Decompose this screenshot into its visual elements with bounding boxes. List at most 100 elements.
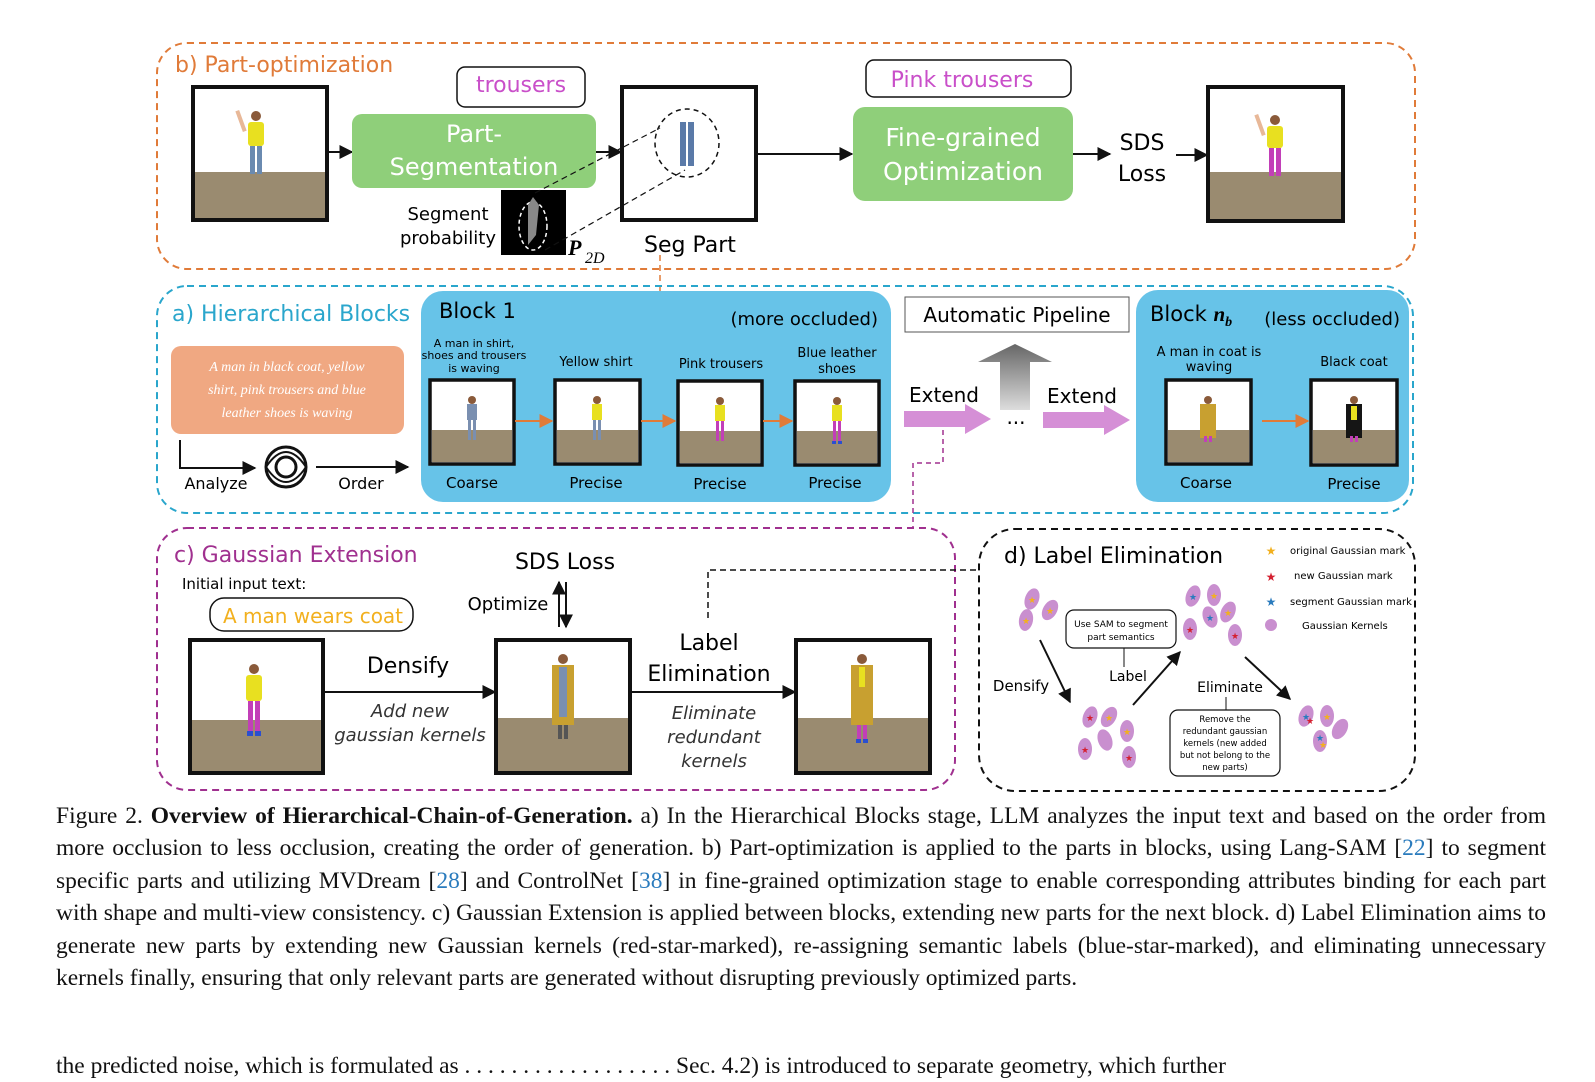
block-1-title: Block 1 bbox=[439, 299, 516, 323]
b1-item2-image bbox=[553, 378, 642, 466]
svg-text:★: ★ bbox=[1105, 714, 1113, 724]
svg-text:★: ★ bbox=[1125, 754, 1133, 764]
order-label: Order bbox=[338, 474, 384, 493]
prompt-pink-trousers: Pink trousers bbox=[891, 68, 1034, 93]
b1-item3-state: Precise bbox=[693, 475, 746, 493]
d-eliminate-label: Eliminate bbox=[1197, 680, 1263, 696]
b1-item4-image bbox=[793, 379, 881, 467]
bn-item2-image bbox=[1309, 378, 1399, 467]
automatic-pipeline-box bbox=[904, 296, 1130, 333]
panel-c-title: c) Gaussian Extension bbox=[174, 543, 418, 568]
svg-text:★: ★ bbox=[1210, 592, 1218, 602]
seg-prob-label-2: probability bbox=[400, 228, 496, 249]
initial-text-bubble bbox=[209, 597, 414, 632]
prompt-bubble-pink-trousers bbox=[865, 59, 1072, 98]
panel-c-output-image bbox=[794, 638, 932, 775]
extend-arrow-1 bbox=[904, 404, 991, 434]
bn-item2-state: Precise bbox=[1327, 475, 1380, 493]
svg-text:★: ★ bbox=[1302, 713, 1310, 723]
automatic-pipeline-label: Automatic Pipeline bbox=[923, 303, 1110, 327]
b1-item1-cap-2: shoes and trousers bbox=[422, 349, 527, 362]
densify-note-1: Add new bbox=[370, 701, 449, 722]
sam-note-bubble bbox=[1065, 609, 1177, 649]
svg-text:★: ★ bbox=[1123, 728, 1131, 738]
overview-figure: b) Part-optimization Part- Segmentation … bbox=[156, 42, 1416, 792]
label-elim-2: Elimination bbox=[647, 662, 770, 687]
panel-b-title: b) Part-optimization bbox=[175, 53, 393, 78]
b1-item4-state: Precise bbox=[808, 474, 861, 492]
part-seg-label-2: Segmentation bbox=[390, 153, 559, 181]
svg-text:★: ★ bbox=[1316, 734, 1324, 744]
sds-loss-label: SDS Loss bbox=[515, 550, 615, 575]
caption-text-2: ] to segment specific parts and utilizin… bbox=[56, 835, 1546, 894]
svg-text:★: ★ bbox=[1319, 741, 1327, 751]
remove-note-bubble bbox=[1169, 709, 1281, 777]
panel-d-frame bbox=[978, 528, 1416, 792]
bn-item1-cap-1: A man in coat is bbox=[1157, 345, 1262, 360]
figure-caption-title: Overview of Hierarchical-Chain-of-Genera… bbox=[150, 803, 633, 829]
b1-item3-cap-1: Pink trousers bbox=[679, 357, 764, 372]
legend-star-new-icon: ★ bbox=[1266, 570, 1277, 584]
svg-text:★: ★ bbox=[1323, 713, 1331, 723]
panel-a-frame bbox=[156, 285, 1414, 514]
sam-note-1: Use SAM to segment bbox=[1074, 620, 1168, 630]
citation-link-28[interactable]: 28 bbox=[436, 867, 460, 894]
optimize-label: Optimize bbox=[468, 594, 549, 615]
densify-label: Densify bbox=[367, 654, 449, 679]
remove-note-5: new parts) bbox=[1202, 763, 1247, 773]
sam-note-2: part semantics bbox=[1087, 633, 1155, 643]
b1-item2-cap-1: Yellow shirt bbox=[558, 355, 632, 370]
elim-note-3: kernels bbox=[681, 751, 747, 772]
panel-a-title: a) Hierarchical Blocks bbox=[172, 302, 410, 327]
svg-text:★: ★ bbox=[1231, 632, 1239, 642]
caption-text-4: ] in fine-grained optimization stage to … bbox=[56, 867, 1546, 992]
caption-text-1: a) In the Hierarchical Blocks stage, LLM… bbox=[56, 803, 1546, 862]
panel-c-input-image bbox=[188, 638, 325, 775]
figure-label: Figure 2. bbox=[56, 803, 143, 829]
prompt-trousers: trousers bbox=[476, 73, 566, 98]
svg-text:★: ★ bbox=[1186, 626, 1194, 636]
svg-text:★: ★ bbox=[1086, 714, 1094, 724]
part-seg-label-1: Part- bbox=[446, 120, 502, 148]
extend-arrow-2 bbox=[1043, 405, 1130, 435]
b1-item3-image bbox=[676, 379, 764, 467]
svg-text:★: ★ bbox=[1028, 596, 1036, 606]
remove-note-4: but not belong to the bbox=[1180, 751, 1270, 761]
analyze-label: Analyze bbox=[184, 474, 247, 493]
input-text-2: shirt, pink trousers and blue bbox=[208, 383, 366, 398]
b1-item4-cap-1: Blue leather bbox=[797, 346, 877, 361]
block-nb-note: (less occluded) bbox=[1264, 309, 1400, 330]
seg-part-label: Seg Part bbox=[644, 233, 736, 258]
bn-item1-cap-2: waving bbox=[1186, 360, 1232, 375]
b1-item1-state: Coarse bbox=[446, 474, 498, 492]
block-1 bbox=[421, 291, 891, 502]
final-kernels bbox=[1298, 705, 1349, 752]
seg-prob-label-1: Segment bbox=[408, 204, 489, 225]
llm-logo-icon bbox=[264, 445, 308, 489]
svg-text:★: ★ bbox=[1189, 593, 1197, 603]
legend-new: new Gaussian mark bbox=[1294, 571, 1393, 582]
svg-text:★: ★ bbox=[1022, 617, 1030, 627]
input-text-3: leather shoes is waving bbox=[221, 406, 352, 421]
svg-text:★: ★ bbox=[1046, 607, 1054, 617]
fine-label-1: Fine-grained bbox=[885, 123, 1040, 152]
remove-note-2: redundant gaussian bbox=[1183, 727, 1268, 737]
elim-note-2: redundant bbox=[667, 727, 762, 748]
b1-item1-cap-1: A man in shirt, bbox=[434, 337, 515, 350]
b1-item1-cap-3: is waving bbox=[448, 362, 500, 375]
densify-note-2: gaussian kernels bbox=[334, 725, 486, 746]
extend-label-1: Extend bbox=[909, 383, 979, 407]
initial-text: A man wears coat bbox=[223, 604, 403, 628]
citation-link-22[interactable]: 22 bbox=[1402, 835, 1426, 862]
d-label-label: Label bbox=[1109, 669, 1147, 685]
ellipsis: ... bbox=[1006, 405, 1025, 429]
extend-label-2: Extend bbox=[1047, 384, 1117, 408]
label-elim-1: Label bbox=[679, 631, 738, 656]
up-arrow-icon bbox=[978, 344, 1052, 410]
citation-link-38[interactable]: 38 bbox=[638, 867, 663, 894]
figure-caption: Figure 2. Overview of Hierarchical-Chain… bbox=[56, 800, 1546, 994]
bn-item1-state: Coarse bbox=[1180, 474, 1232, 492]
part-segmentation-box bbox=[352, 114, 596, 188]
panel-c-middle-image bbox=[494, 638, 632, 775]
elim-note-1: Eliminate bbox=[672, 703, 756, 724]
